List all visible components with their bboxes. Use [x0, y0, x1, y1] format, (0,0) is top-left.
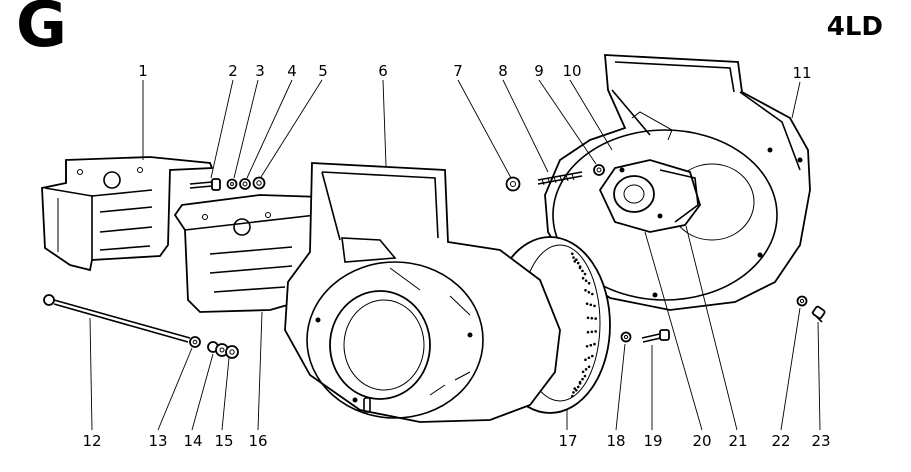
perforation-dot	[587, 290, 591, 294]
perforation-dot	[591, 292, 594, 296]
parts-22-23-fasteners	[796, 295, 826, 323]
perforations	[571, 252, 597, 398]
perforation-dot	[571, 252, 574, 256]
parts-2-5-fasteners	[189, 176, 266, 191]
perforation-dot	[572, 391, 575, 394]
perforation-dot	[575, 389, 578, 392]
perforation-dot	[590, 330, 594, 334]
callout-3: 3	[255, 62, 265, 80]
perforation-dot	[585, 345, 589, 348]
perforation-dot	[581, 377, 584, 381]
callout-4: 4	[287, 62, 297, 80]
parts-13-15-fasteners	[189, 336, 239, 359]
parts-20-21-bearing-plate	[598, 159, 701, 233]
callout-2: 2	[228, 62, 238, 80]
perforation-dot	[584, 368, 588, 371]
callout-6: 6	[378, 62, 388, 80]
perforation-dot	[586, 316, 590, 320]
perforation-dot	[571, 394, 574, 398]
perforation-dot	[581, 370, 585, 374]
perforation-dot	[583, 272, 587, 276]
callout-17: 17	[558, 432, 577, 450]
perforation-dot	[576, 385, 580, 389]
callout-9: 9	[534, 62, 544, 80]
perforation-dot	[584, 358, 587, 362]
parts-7-9-fasteners	[505, 164, 605, 192]
perforation-dot	[573, 260, 576, 263]
perforation-dot	[578, 382, 582, 385]
perforation-dot	[589, 343, 593, 347]
section-letter: G	[16, 0, 67, 61]
perforation-dot	[587, 356, 591, 360]
callout-8: 8	[498, 62, 508, 80]
perforation-dot	[594, 330, 597, 333]
callout-labels: 1 2 3 4 5 6 7 8 9 10 11 12 13 14 15 16 1…	[82, 62, 830, 450]
callout-22: 22	[771, 432, 790, 450]
callout-19: 19	[643, 432, 662, 450]
perforation-dot	[581, 276, 585, 280]
perforation-dot	[584, 289, 587, 292]
perforation-dot	[584, 279, 588, 283]
perforation-dot	[593, 342, 596, 346]
part-12-rod	[43, 294, 191, 343]
callout-7: 7	[453, 62, 463, 80]
part-6-front-housing	[284, 162, 561, 423]
perforation-dot	[572, 256, 575, 259]
perforation-dot	[591, 354, 594, 358]
callout-1: 1	[138, 62, 148, 80]
perforation-dot	[576, 261, 580, 265]
perforation-dot	[589, 303, 593, 307]
callout-23: 23	[811, 432, 830, 450]
leader-lines	[89, 79, 821, 431]
callout-13: 13	[148, 432, 167, 450]
engine-code: 4LD	[826, 12, 883, 42]
perforation-dot	[587, 365, 591, 369]
callout-10: 10	[562, 62, 581, 80]
perforation-dot	[585, 302, 589, 306]
callout-21: 21	[728, 432, 747, 450]
perforation-dot	[593, 304, 596, 308]
callout-18: 18	[606, 432, 625, 450]
callout-11: 11	[792, 64, 811, 82]
perforation-dot	[587, 281, 591, 285]
parts-18-19-fasteners	[620, 329, 670, 343]
callout-12: 12	[82, 432, 101, 450]
callout-15: 15	[214, 432, 233, 450]
perforation-dot	[583, 374, 587, 378]
perforation-dot	[581, 269, 584, 273]
perforation-dot	[590, 316, 594, 320]
callout-5: 5	[318, 62, 328, 80]
perforation-dot	[575, 258, 578, 262]
perforation-dot	[573, 387, 576, 390]
callout-14: 14	[183, 432, 202, 450]
callout-16: 16	[248, 432, 267, 450]
perforation-dot	[594, 317, 597, 320]
callout-20: 20	[692, 432, 711, 450]
perforation-dot	[586, 330, 590, 334]
part-1-shield	[41, 156, 214, 272]
perforation-dot	[578, 266, 582, 270]
